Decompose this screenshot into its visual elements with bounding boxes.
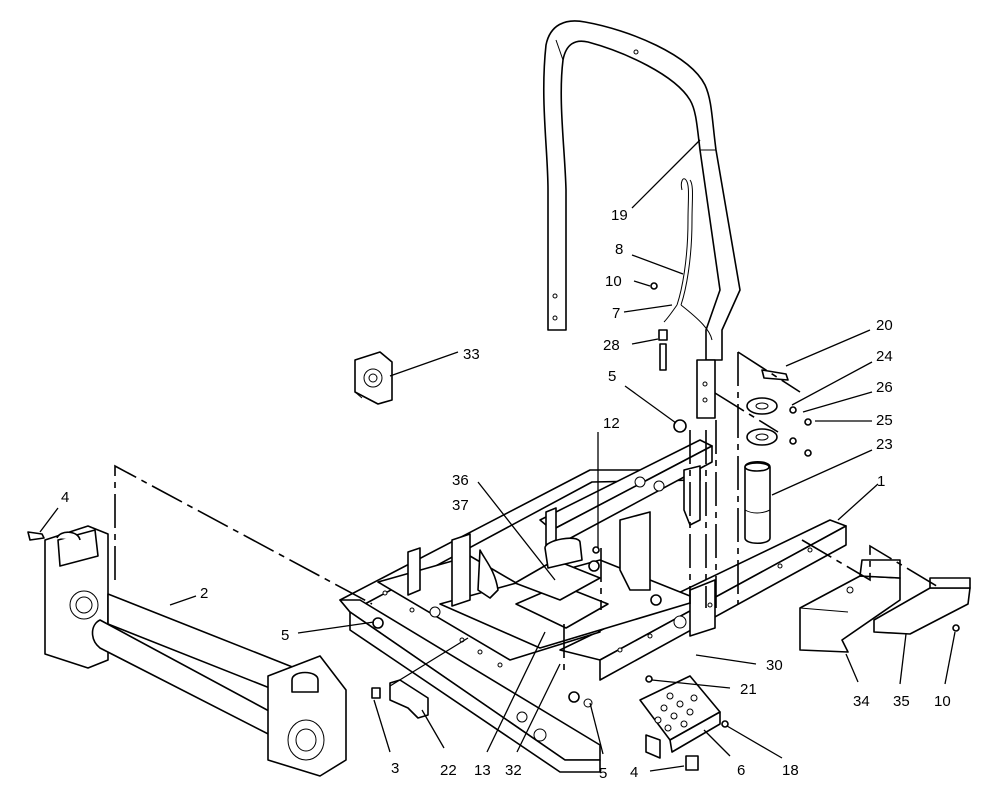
callout-32: 32 [505, 762, 522, 779]
mount-hardware [744, 369, 812, 545]
callout-37: 37 [452, 497, 469, 514]
callout-28: 28 [603, 337, 620, 354]
callout-5-bottom: 5 [599, 765, 607, 782]
phantom-lines [114, 351, 941, 672]
bracket-22 [389, 679, 429, 719]
callout-4-left: 4 [61, 489, 69, 506]
callout-22: 22 [440, 762, 457, 779]
callout-35: 35 [893, 693, 910, 710]
callout-8: 8 [615, 241, 623, 258]
callout-25: 25 [876, 412, 893, 429]
callout-23: 23 [876, 436, 893, 453]
callout-3: 3 [391, 760, 399, 777]
roll-bar [542, 20, 741, 419]
callout-6: 6 [737, 762, 745, 779]
callout-13: 13 [474, 762, 491, 779]
side-panels [799, 559, 971, 653]
leader-lines [39, 139, 956, 772]
callout-labels: 1 2 3 4 4 5 5 5 6 7 8 10 10 12 13 18 19 … [61, 207, 951, 782]
step-plate [639, 675, 721, 759]
callout-12: 12 [603, 415, 620, 432]
callout-33: 33 [463, 346, 480, 363]
floor-plate [514, 537, 662, 629]
callout-4-bottom: 4 [630, 764, 638, 781]
callout-20: 20 [876, 317, 893, 334]
callout-34: 34 [853, 693, 870, 710]
callout-30: 30 [766, 657, 783, 674]
callout-18: 18 [782, 762, 799, 779]
callout-21: 21 [740, 681, 757, 698]
callout-5-left: 5 [281, 627, 289, 644]
callout-7: 7 [612, 305, 620, 322]
bracket-33 [354, 351, 393, 405]
callout-1: 1 [877, 473, 885, 490]
callout-5-upper: 5 [608, 368, 616, 385]
callout-19: 19 [611, 207, 628, 224]
callout-26: 26 [876, 379, 893, 396]
callout-36: 36 [452, 472, 469, 489]
latch-rod [650, 178, 713, 371]
callout-2: 2 [200, 585, 208, 602]
front-axle-assembly [44, 525, 347, 777]
callout-10-upper: 10 [605, 273, 622, 290]
bolts [27, 419, 960, 771]
callout-10-right: 10 [934, 693, 951, 710]
callout-24: 24 [876, 348, 893, 365]
